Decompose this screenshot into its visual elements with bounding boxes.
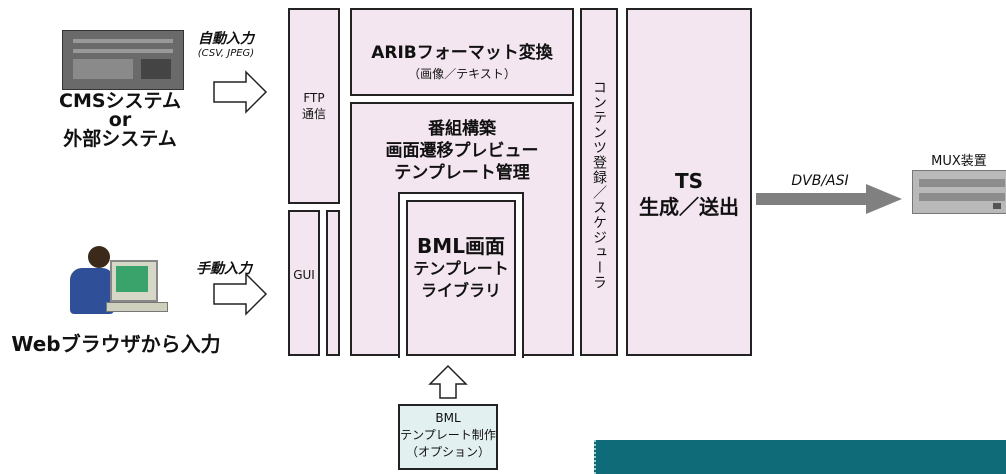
option-block [398, 404, 498, 470]
ftp-label: FTP 通信 [301, 91, 326, 121]
ts-label: TS 生成／送出 [639, 169, 739, 219]
gui-side-strip [326, 210, 340, 356]
ftp-block [288, 8, 340, 204]
web-input-label: Webブラウザから入力 [11, 332, 221, 356]
dvb-arrow-shaft [756, 193, 866, 205]
manual-input-arrow [213, 272, 268, 316]
gui-label: GUI [293, 268, 315, 282]
auto-input-arrow [213, 70, 268, 114]
content-register-label: コンテンツ登録／スケジューラ [591, 80, 607, 290]
manual-input-label: 手動入力 [196, 261, 252, 277]
option-up-arrow [428, 364, 468, 399]
gui-block [288, 210, 320, 356]
dvb-arrow-head [866, 184, 902, 214]
arib-label: ARIBフォーマット変換 （画像／テキスト） [371, 43, 553, 81]
program-label: 番組構築 画面遷移プレビュー テンプレート管理 [385, 119, 539, 183]
mux-device-image [912, 170, 1006, 214]
bml-library-label: BML画面 テンプレート ライブラリ [413, 234, 509, 300]
arib-block [350, 8, 574, 96]
content-register-block [580, 8, 618, 356]
auto-input-label: 自動入力 [198, 31, 254, 47]
option-label: BML テンプレート制作 （オプション） [400, 411, 496, 459]
bml-library-block [406, 200, 516, 356]
mux-label: MUX装置 [931, 154, 987, 169]
web-user-image [50, 246, 170, 326]
cms-label: CMSシステム or 外部システム [59, 90, 181, 150]
auto-input-formats: (CSV, JPEG) [197, 48, 255, 59]
ts-block [626, 8, 752, 356]
dvb-asi-label: DVB/ASI [791, 173, 849, 189]
teal-banner [594, 440, 1006, 474]
cms-server-image [62, 30, 184, 90]
